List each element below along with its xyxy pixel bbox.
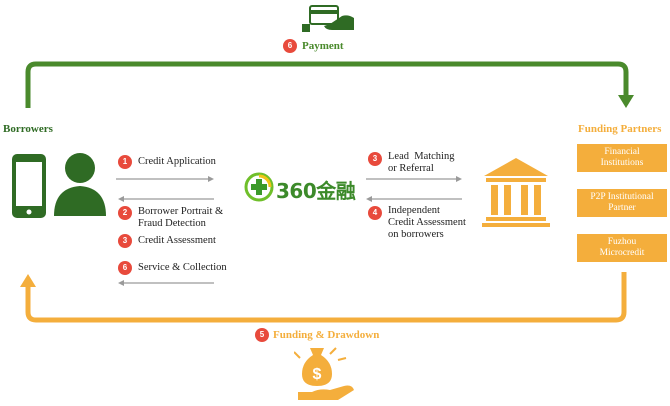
hand-card-icon [302,5,354,32]
person-icon [54,153,106,216]
bank-building-icon [482,158,550,227]
step-badge-2: 2 [118,206,132,220]
step-badge-3-right: 3 [368,152,382,166]
step-badge-4: 4 [368,206,382,220]
svg-text:$: $ [313,366,322,383]
step-credit-application: Credit Application [138,156,216,167]
payment-arrow [25,61,629,108]
funding-arrow [25,272,627,323]
funding-arrowhead [20,274,36,287]
step-badge-3: 3 [118,234,132,248]
funding-badge: 5 [255,328,269,342]
step-lead-matching: Lead Matching or Referral [388,151,455,174]
partner-p2p-institutional: P2P Institutional Partner [577,189,667,217]
smartphone-icon [12,154,46,218]
step-badge-1: 1 [118,155,132,169]
step-credit-assessment: Credit Assessment [138,235,216,246]
payment-arrowhead [618,95,634,108]
hand-money-bag-icon: $ [294,347,354,400]
payment-label: Payment [302,40,344,52]
partner-fuzhou-microcredit: Fuzhou Microcredit [577,234,667,262]
funding-drawdown-label: Funding & Drawdown [273,329,380,341]
payment-badge: 6 [283,39,297,53]
step-independent-assessment: Independent Credit Assessment on borrowe… [388,205,466,240]
step-borrower-portrait: Borrower Portrait & Fraud Detection [138,206,224,229]
step-badge-6: 6 [118,261,132,275]
funding-partners-title: Funding Partners [578,123,662,135]
logo-360-text: 360金融 [276,179,356,203]
step-service-collection: Service & Collection [138,262,227,273]
partner-financial-institutions: Financial Institutions [577,144,667,172]
plus-circle-logo-icon [244,172,274,202]
borrowers-title: Borrowers [3,123,53,135]
